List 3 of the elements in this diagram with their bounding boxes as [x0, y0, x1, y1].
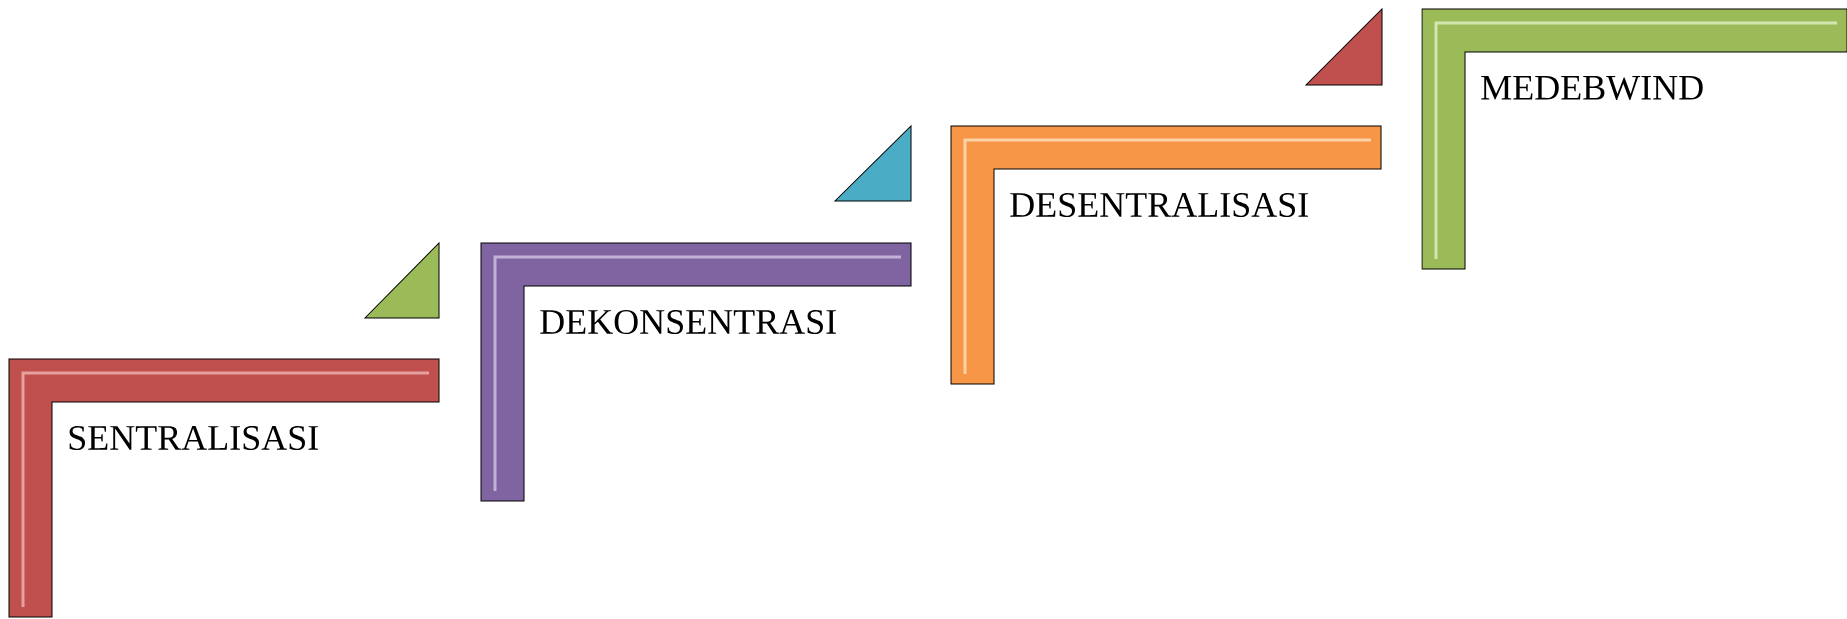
triangle-shape [834, 125, 912, 202]
triangle-shape [364, 242, 440, 319]
triangle-shape [1305, 8, 1383, 86]
